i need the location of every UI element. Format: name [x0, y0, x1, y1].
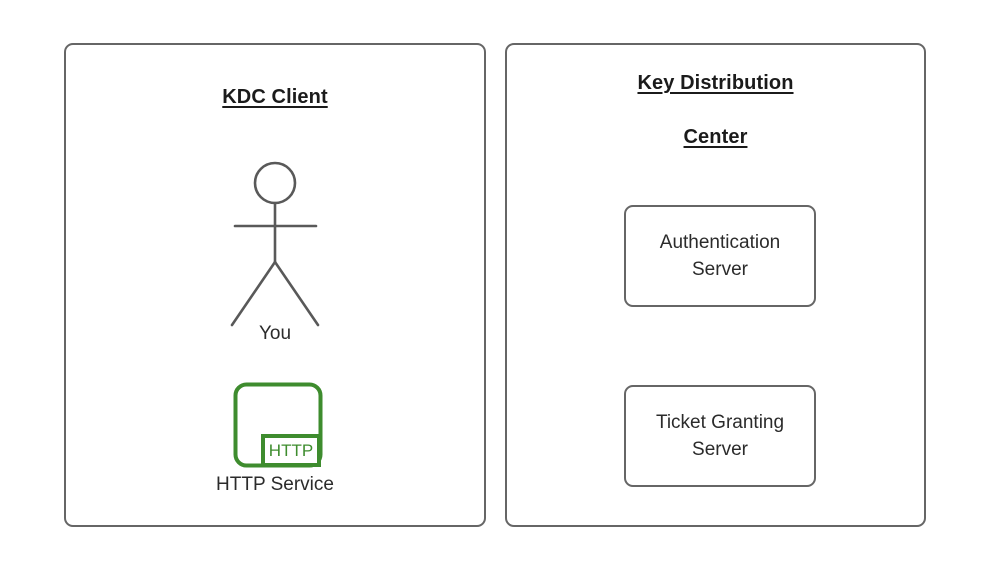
panel-kdc-client-title: KDC Client — [64, 57, 486, 111]
panel-key-distribution-center-title: Key Distribution Center — [505, 43, 926, 151]
panel-kdc-title-line-1: Key Distribution — [637, 72, 794, 94]
http-badge-text: HTTP — [269, 441, 313, 460]
box-ticket-granting-server: Ticket Granting Server — [624, 385, 816, 487]
panel-kdc-title-line-2: Center — [683, 126, 748, 148]
box-authentication-server: Authentication Server — [624, 205, 816, 307]
panel-kdc-client-title-text: KDC Client — [222, 86, 328, 108]
node-label-you: You — [258, 323, 292, 344]
node-label-http-service: HTTP Service — [216, 474, 334, 495]
http-service-icon: HTTP — [230, 379, 326, 471]
stick-figure-icon — [215, 155, 335, 335]
